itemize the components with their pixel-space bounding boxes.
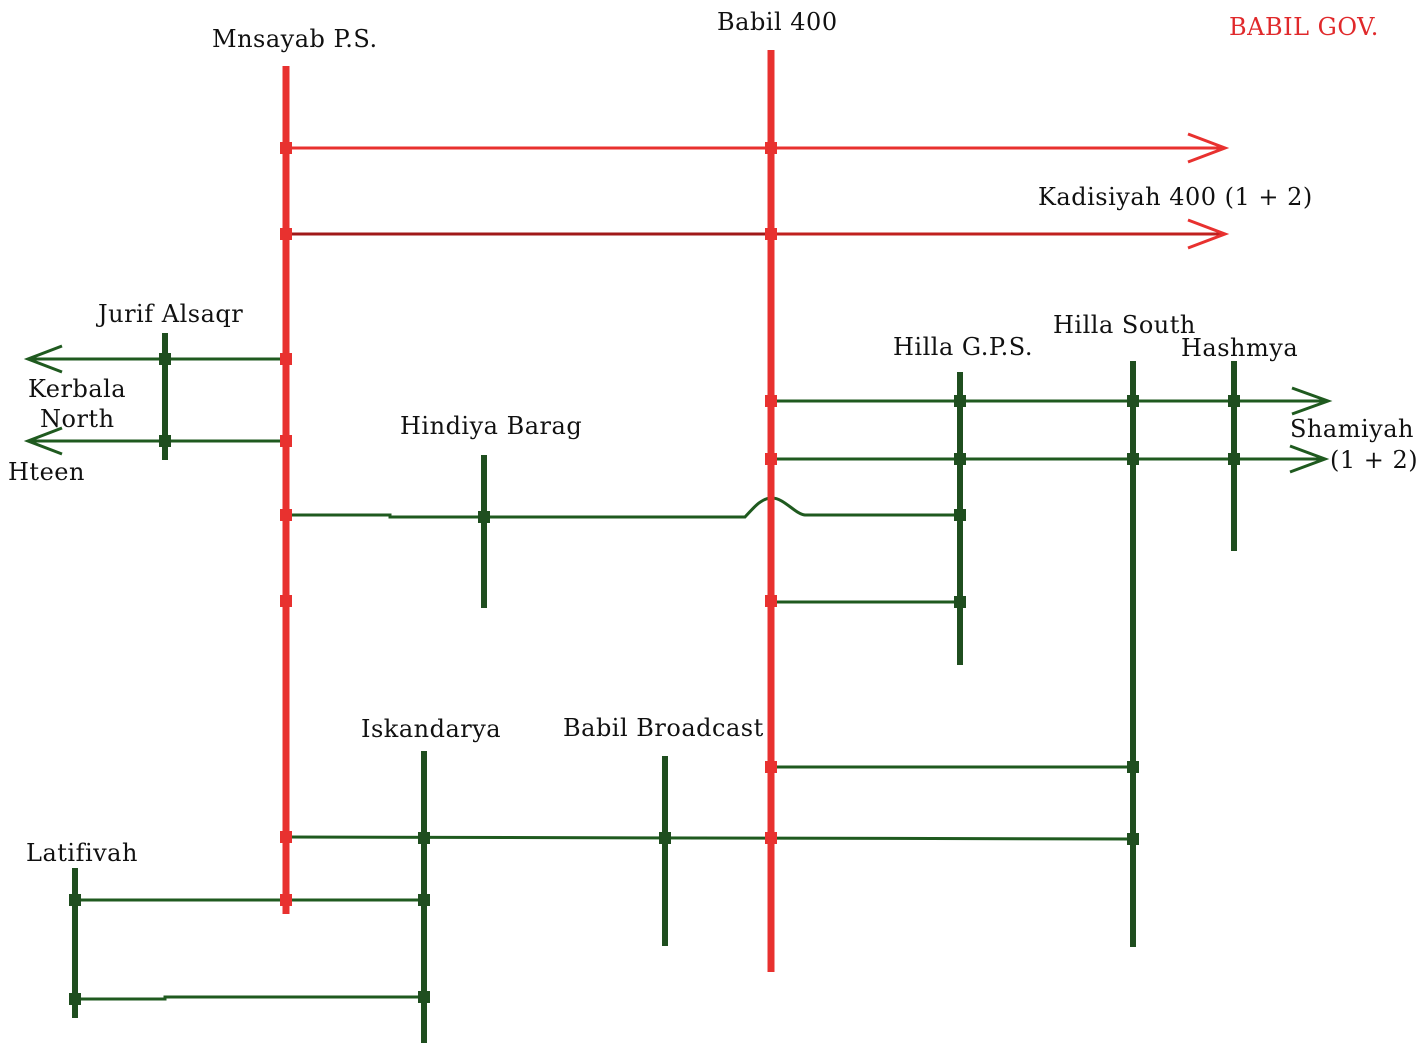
junction-node-400kv (765, 228, 777, 240)
junction-node-132kv (659, 832, 671, 844)
label-hteen: Hteen (8, 458, 85, 486)
junction-node-400kv (280, 353, 292, 365)
junction-node-400kv (765, 453, 777, 465)
junction-node-132kv (954, 453, 966, 465)
junction-node-400kv (765, 595, 777, 607)
line-mnsayab-hindiya-hilla (285, 496, 960, 519)
feeder-kadisiyah-2 (285, 218, 1230, 250)
label-babil-broadcast: Babil Broadcast (563, 714, 764, 742)
junction-node-132kv (159, 435, 171, 447)
label-shamiyah-numbers: (1 + 2) (1330, 446, 1419, 474)
junction-node-400kv (765, 832, 777, 844)
junction-node-132kv (1228, 453, 1240, 465)
feeder-kadisiyah-1 (285, 132, 1230, 164)
junction-node-132kv (159, 353, 171, 365)
label-kadisiyah: Kadisiyah 400 (1 + 2) (1038, 183, 1313, 211)
junction-node-400kv (765, 142, 777, 154)
junction-node-400kv (280, 228, 292, 240)
junction-node-400kv (280, 894, 292, 906)
junction-node-132kv (418, 991, 430, 1003)
junction-node-132kv (954, 395, 966, 407)
label-shamiyah: Shamiyah (1290, 415, 1414, 443)
junction-node-132kv (418, 894, 430, 906)
junction-node-400kv (280, 831, 292, 843)
line-latifivah-iskandarya (75, 995, 424, 1001)
junction-node-400kv (280, 509, 292, 521)
junction-node-132kv (478, 511, 490, 523)
junction-node-132kv (1127, 395, 1139, 407)
line-shamiyah-1 (770, 386, 1333, 416)
junction-node-132kv (1127, 761, 1139, 773)
label-iskandarya: Iskandarya (361, 715, 502, 743)
junction-node-132kv (954, 596, 966, 608)
junction-node-132kv (418, 832, 430, 844)
junction-node-132kv (1228, 395, 1240, 407)
junction-nodes (69, 142, 1240, 1005)
label-jurif-alsaqr: Jurif Alsaqr (98, 300, 244, 328)
label-kerbala: Kerbala (28, 375, 127, 403)
label-hilla-south: Hilla South (1053, 311, 1196, 339)
junction-node-400kv (765, 761, 777, 773)
label-babil-400: Babil 400 (717, 8, 838, 36)
junction-node-132kv (1127, 833, 1139, 845)
junction-node-132kv (69, 894, 81, 906)
label-hindiya-barag: Hindiya Barag (400, 412, 583, 440)
label-mnsayab: Mnsayab P.S. (212, 25, 378, 53)
label-hilla-gps: Hilla G.P.S. (893, 333, 1033, 361)
diagram-title: BABIL GOV. (1229, 13, 1379, 41)
label-latifivah: Latifivah (26, 839, 138, 867)
junction-node-132kv (69, 993, 81, 1005)
label-hashmya: Hashmya (1181, 334, 1299, 362)
line-mnsayab-iskandarya-hilla-south (284, 835, 1133, 841)
line-hteen (23, 426, 285, 456)
junction-node-132kv (1127, 453, 1139, 465)
label-north: North (40, 405, 115, 433)
junction-node-400kv (280, 142, 292, 154)
junction-node-400kv (280, 595, 292, 607)
junction-node-132kv (954, 509, 966, 521)
line-shamiyah-2 (770, 444, 1330, 474)
line-kerbala-north (23, 344, 285, 374)
junction-node-400kv (765, 395, 777, 407)
junction-node-400kv (280, 435, 292, 447)
